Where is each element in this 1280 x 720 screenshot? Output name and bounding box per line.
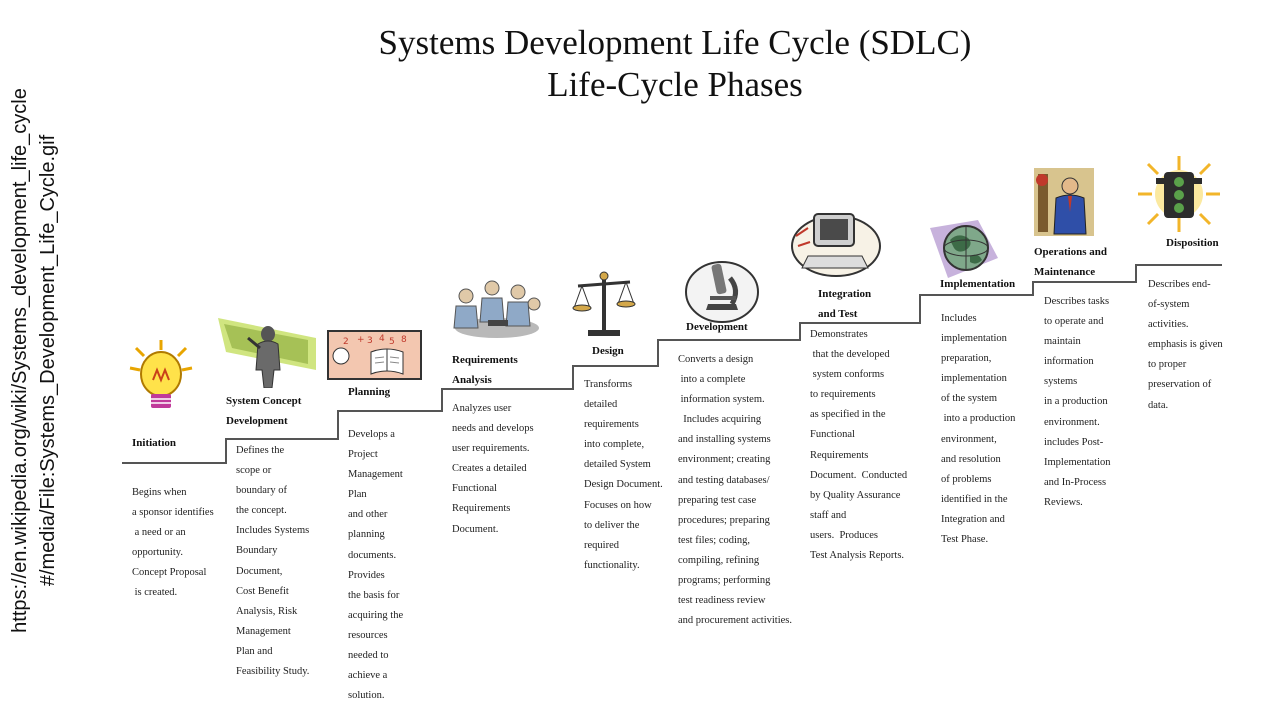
phase-label-development: Development: [686, 321, 748, 333]
phase-label-integration-and-test: Integration and Test: [818, 288, 872, 320]
svg-text:4: 4: [379, 334, 385, 344]
phase-label-implementation: Implementation: [940, 278, 1016, 290]
traffic-light-icon: [1138, 156, 1220, 232]
spotlight-person-icon: [218, 318, 316, 388]
phase-description-system-concept-development: Defines the scope or boundary of the con…: [236, 445, 310, 678]
phase-label-operations-and-maintenance: Operations and Maintenance: [1034, 246, 1108, 278]
lightbulb-icon: [129, 340, 193, 408]
team-meeting-icon: [453, 280, 541, 338]
phase-label-planning: Planning: [348, 386, 391, 398]
phase-description-initiation: Begins when a sponsor identifies a need …: [132, 487, 214, 599]
svg-text:5: 5: [389, 337, 395, 347]
phase-description-development: Converts a design into a complete inform…: [678, 354, 792, 627]
phase-description-disposition: Describes end- of-system activities. emp…: [1148, 279, 1223, 411]
globe-icon: [930, 220, 998, 278]
svg-text:+: +: [357, 335, 365, 345]
phase-description-integration-and-test: Demonstrates that the developed system c…: [810, 329, 908, 562]
svg-text:8: 8: [401, 335, 407, 345]
phase-label-requirements-analysis: Requirements Analysis: [452, 354, 518, 386]
businessman-icon: [1034, 168, 1094, 236]
svg-text:3: 3: [367, 336, 373, 346]
phase-description-design: Transforms detailed requirements into co…: [584, 379, 663, 571]
diagram-title: Systems Development Life Cycle (SDLC) Li…: [280, 22, 1070, 106]
title-line-1: Systems Development Life Cycle (SDLC): [378, 23, 972, 62]
phase-description-planning: Develops a Project Management Plan and o…: [348, 429, 404, 702]
phase-label-disposition: Disposition: [1166, 237, 1219, 249]
phase-description-implementation: Includes implementation preparation, imp…: [941, 313, 1016, 546]
title-line-2: Life-Cycle Phases: [547, 65, 803, 104]
phase-description-operations-and-maintenance: Describes tasks to operate and maintain …: [1044, 296, 1111, 508]
computer-icon: [791, 213, 881, 277]
phase-description-requirements-analysis: Analyzes user needs and develops user re…: [452, 403, 534, 535]
scales-icon: [572, 271, 636, 336]
phase-label-initiation: Initiation: [132, 437, 177, 449]
svg-text:2: 2: [343, 337, 349, 347]
phase-label-design: Design: [592, 345, 624, 357]
microscope-icon: [685, 261, 759, 323]
phase-label-system-concept-development: System Concept Development: [226, 395, 302, 427]
